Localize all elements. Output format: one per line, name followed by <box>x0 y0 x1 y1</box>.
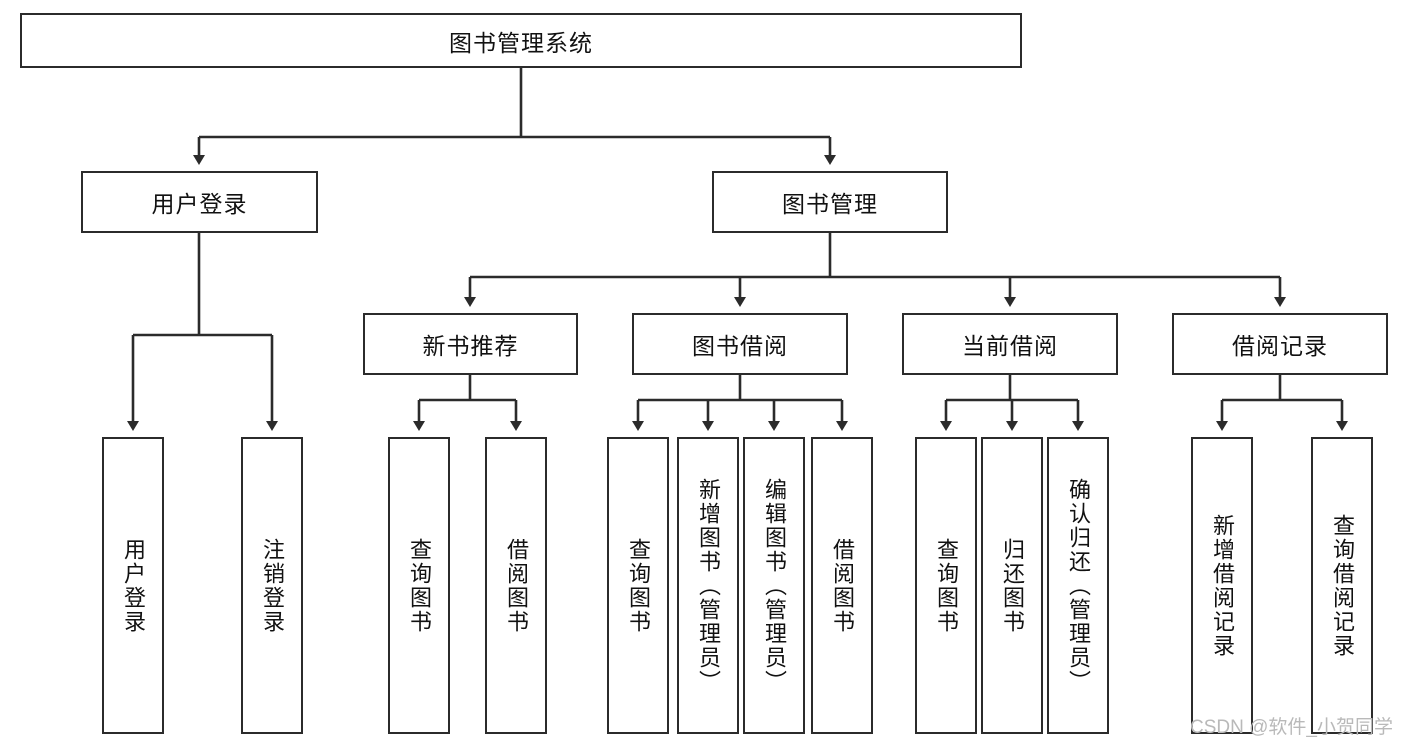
leaf-query-record-label: 查询借阅记录 <box>1329 513 1355 658</box>
leaf-query-book-3[interactable]: 查询图书 <box>915 437 977 734</box>
node-book-borrow-label: 图书借阅 <box>692 333 788 359</box>
node-book-management[interactable]: 图书管理 <box>712 171 948 233</box>
node-book-borrow[interactable]: 图书借阅 <box>632 313 848 375</box>
leaf-query-book-1-label: 查询图书 <box>406 537 432 634</box>
node-user-login-label: 用户登录 <box>151 191 248 217</box>
node-current-borrow[interactable]: 当前借阅 <box>902 313 1118 375</box>
leaf-confirm-return-label: 确认归还（管理员） <box>1065 477 1091 694</box>
node-root-label: 图书管理系统 <box>449 29 593 56</box>
leaf-logout-login[interactable]: 注销登录 <box>241 437 303 734</box>
leaf-borrow-book-1[interactable]: 借阅图书 <box>485 437 547 734</box>
leaf-borrow-book-1-label: 借阅图书 <box>503 537 529 634</box>
leaf-return-book[interactable]: 归还图书 <box>981 437 1043 734</box>
node-user-login[interactable]: 用户登录 <box>81 171 318 233</box>
leaf-add-book-label: 新增图书（管理员） <box>695 477 721 694</box>
node-root[interactable]: 图书管理系统 <box>20 13 1022 68</box>
leaf-query-book-1[interactable]: 查询图书 <box>388 437 450 734</box>
leaf-return-book-label: 归还图书 <box>999 537 1025 634</box>
node-new-book-recommend-label: 新书推荐 <box>422 333 519 359</box>
leaf-query-book-2[interactable]: 查询图书 <box>607 437 669 734</box>
leaf-edit-book[interactable]: 编辑图书（管理员） <box>743 437 805 734</box>
leaf-query-book-2-label: 查询图书 <box>625 537 651 634</box>
node-current-borrow-label: 当前借阅 <box>962 333 1058 359</box>
node-borrow-record[interactable]: 借阅记录 <box>1172 313 1388 375</box>
leaf-query-book-3-label: 查询图书 <box>933 537 959 634</box>
node-book-management-label: 图书管理 <box>782 191 878 217</box>
leaf-add-record[interactable]: 新增借阅记录 <box>1191 437 1253 734</box>
leaf-user-login-label: 用户登录 <box>120 537 146 634</box>
node-borrow-record-label: 借阅记录 <box>1232 333 1328 359</box>
leaf-confirm-return[interactable]: 确认归还（管理员） <box>1047 437 1109 734</box>
node-new-book-recommend[interactable]: 新书推荐 <box>363 313 578 375</box>
leaf-borrow-book-2-label: 借阅图书 <box>829 537 855 634</box>
csdn-watermark: CSDN @软件_小贺同学 <box>1190 717 1393 738</box>
leaf-add-book[interactable]: 新增图书（管理员） <box>677 437 739 734</box>
leaf-logout-login-label: 注销登录 <box>259 537 285 634</box>
leaf-query-record[interactable]: 查询借阅记录 <box>1311 437 1373 734</box>
leaf-add-record-label: 新增借阅记录 <box>1209 513 1235 658</box>
leaf-user-login[interactable]: 用户登录 <box>102 437 164 734</box>
leaf-edit-book-label: 编辑图书（管理员） <box>761 477 787 694</box>
leaf-borrow-book-2[interactable]: 借阅图书 <box>811 437 873 734</box>
